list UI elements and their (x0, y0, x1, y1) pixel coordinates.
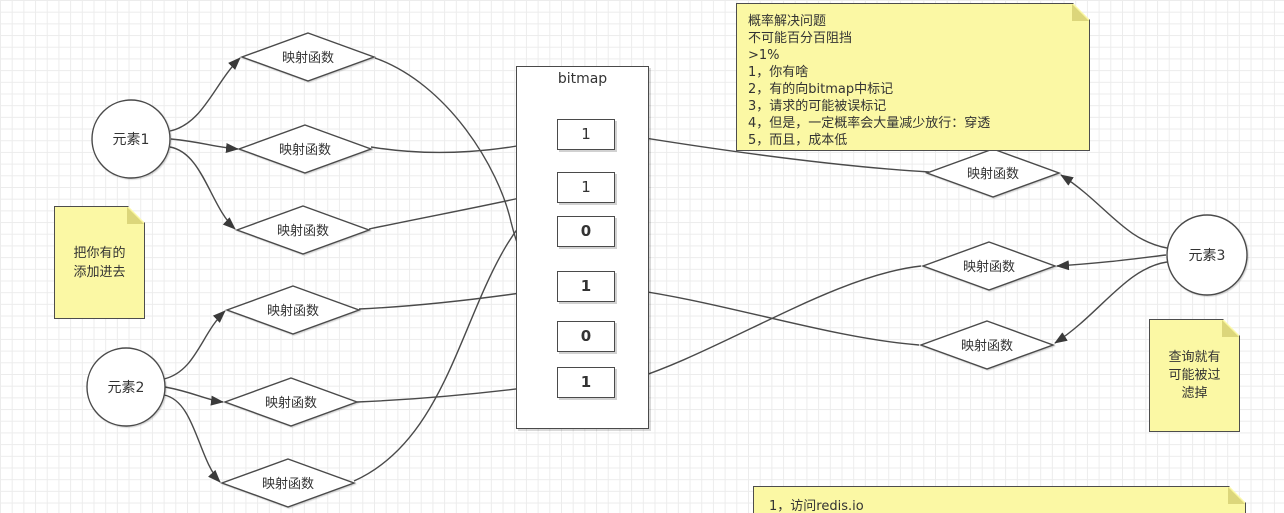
note-add-elements[interactable]: 把你有的 添加进去 (54, 206, 145, 319)
map-function-diamond-4[interactable] (224, 285, 362, 335)
map-function-label-4: 映射函数 (267, 303, 319, 319)
note-line: 不可能百分百阻挡 (748, 31, 853, 46)
map-function-diamond-5[interactable] (222, 377, 360, 427)
bit-cell-1[interactable]: 1 (557, 119, 615, 150)
edge-element2-hash3[interactable] (163, 394, 221, 483)
edge-hash8-to-bit6[interactable] (620, 265, 922, 385)
map-function-label-6: 映射函数 (262, 476, 314, 492)
map-function-diamond-1[interactable] (239, 32, 377, 82)
map-function-diamond-9[interactable] (918, 320, 1056, 370)
note-probability[interactable]: 概率解决问题 不可能百分百阻挡 >1% 1，你有啥 2，有的向bitmap中标记… (736, 3, 1090, 151)
map-function-label-7: 映射函数 (967, 166, 1019, 182)
note-line: 概率解决问题 (748, 14, 827, 29)
edge-element2-hash2[interactable] (164, 386, 224, 406)
note-line: 1，访问redis.io (769, 499, 864, 513)
edge-element2-hash1[interactable] (163, 310, 226, 380)
note-line: 2，有的向bitmap中标记 (748, 82, 894, 97)
map-function-diamond-8[interactable] (920, 241, 1058, 291)
map-function-label-8: 映射函数 (963, 259, 1015, 275)
edge-element3-hash3[interactable] (1054, 261, 1168, 344)
note-line: 添加进去 (73, 264, 126, 280)
map-function-diamond-7[interactable] (924, 148, 1062, 198)
note-line: 把你有的 (73, 245, 126, 261)
bit-cell-4[interactable]: 1 (557, 271, 615, 302)
map-function-diamond-2[interactable] (236, 124, 374, 174)
edge-element3-hash1[interactable] (1060, 174, 1168, 249)
map-function-label-3: 映射函数 (277, 223, 329, 239)
note-query-filtered[interactable]: 查询就有 可能被过 滤掉 (1149, 319, 1240, 432)
map-function-label-2: 映射函数 (279, 142, 331, 158)
edge-element3-hash2[interactable] (1056, 254, 1167, 271)
map-function-label-9: 映射函数 (961, 338, 1013, 354)
edge-hash7-to-bit1[interactable] (619, 130, 930, 173)
edge-element1-hash3[interactable] (169, 146, 236, 230)
note-line: 滤掉 (1181, 385, 1208, 401)
map-function-label-5: 映射函数 (265, 395, 317, 411)
note-redis[interactable]: 1，访问redis.io (753, 486, 1246, 513)
bitmap-title: bitmap (557, 71, 608, 87)
bitmap-container[interactable]: bitmap 1 1 0 1 0 1 (516, 66, 649, 429)
note-line: 3，请求的可能被误标记 (748, 99, 887, 114)
element3-circle[interactable] (1166, 214, 1248, 296)
edge-hash9-to-bit4[interactable] (619, 284, 920, 346)
map-function-diamond-6[interactable] (219, 458, 357, 508)
element3-label: 元素3 (1189, 248, 1226, 264)
note-line: 1，你有啥 (748, 65, 809, 80)
map-function-label-1: 映射函数 (282, 50, 334, 66)
edge-element1-hash1[interactable] (169, 57, 241, 132)
note-line: 4，但是，一定概率会大量减少放行：穿透 (748, 116, 991, 131)
element2-label: 元素2 (108, 380, 145, 396)
note-line: >1% (748, 48, 780, 63)
note-line: 可能被过 (1168, 367, 1221, 383)
bit-cell-2[interactable]: 1 (557, 172, 615, 203)
map-function-diamond-3[interactable] (234, 205, 372, 255)
bit-cell-6[interactable]: 1 (557, 367, 615, 398)
element2-circle[interactable] (86, 347, 166, 427)
note-line: 查询就有 (1168, 349, 1221, 365)
element1-circle[interactable] (91, 99, 171, 179)
bit-cell-3[interactable]: 0 (557, 216, 615, 247)
edge-element1-hash2[interactable] (170, 138, 239, 153)
note-line: 5，而且，成本低 (748, 133, 848, 148)
element1-label: 元素1 (113, 132, 150, 148)
bit-cell-5[interactable]: 0 (557, 321, 615, 352)
